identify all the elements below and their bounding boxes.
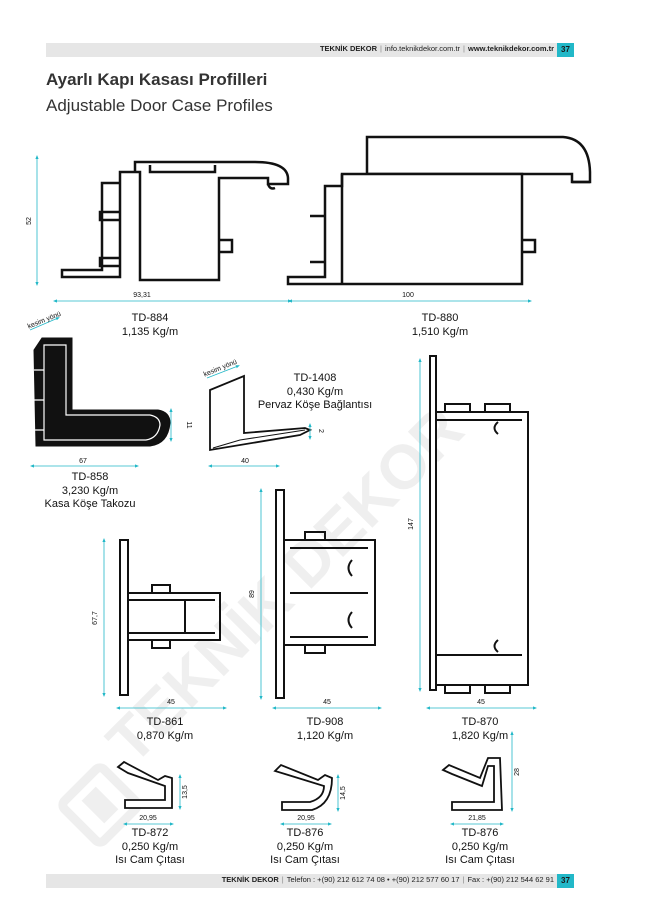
footer-text: TEKNİK DEKOR|Telefon : +(90) 212 612 74 … <box>221 875 554 884</box>
dim-td1408-thickness: 2 <box>317 429 324 433</box>
profile-code: TD-870 <box>461 716 499 728</box>
header-page-number: 37 <box>557 43 574 57</box>
page-title: Ayarlı Kapı Kasası Profilleri <box>46 70 268 89</box>
dim-td876a-height: 14,5 <box>340 786 347 800</box>
dim-td908-width: 45 <box>323 699 331 706</box>
dim-td908-height: 89 <box>249 590 256 598</box>
profile-name: Kasa Köşe Takozu <box>44 498 136 510</box>
dim-td876b-width: 21,85 <box>468 815 486 822</box>
profile-td858-label: TD-858 3,230 Kg/m Kasa Köşe Takozu <box>30 471 150 512</box>
profile-code: TD-908 <box>306 716 344 728</box>
profile-td880-label: TD-880 1,510 Kg/m <box>390 312 490 339</box>
profile-td872-drawing: 13,5 20,95 <box>116 760 189 826</box>
profile-code: TD-858 <box>71 471 109 483</box>
profile-code: TD-1408 <box>293 372 337 384</box>
dim-td872-width: 20,95 <box>139 815 157 822</box>
footer-page-number: 37 <box>557 874 574 888</box>
profile-td908-label: TD-908 1,120 Kg/m <box>275 716 375 743</box>
cut-label: kesim yönü <box>203 359 239 379</box>
profile-td1408-drawing: kesim yönü 2 40 <box>203 359 324 468</box>
profile-td861-label: TD-861 0,870 Kg/m <box>115 716 215 743</box>
cut-arrow <box>206 365 240 379</box>
footer-phone: Telefon : +(90) 212 612 74 08 • +(90) 21… <box>286 875 460 884</box>
profile-code: TD-872 <box>131 827 169 839</box>
cut-label: kesim yönü <box>27 311 63 331</box>
profile-weight: 3,230 Kg/m <box>61 484 119 497</box>
dim-td876a-width: 20,95 <box>297 815 315 822</box>
profile-name: Isı Cam Çıtası <box>115 854 185 866</box>
watermark-logo-icon <box>58 763 142 847</box>
page-subtitle: Adjustable Door Case Profiles <box>46 96 273 115</box>
profile-td884-drawing: 52 93,31 <box>26 155 292 303</box>
profile-td870-drawing: 147 45 <box>408 355 537 710</box>
profile-weight: 1,820 Kg/m <box>451 729 509 742</box>
footer-bar: TEKNİK DEKOR|Telefon : +(90) 212 612 74 … <box>46 874 574 888</box>
profile-td872-label: TD-872 0,250 Kg/m Isı Cam Çıtası <box>100 827 200 868</box>
profile-td884-label: TD-884 1,135 Kg/m <box>100 312 200 339</box>
profile-td876a-drawing: 14,5 20,95 <box>273 763 347 826</box>
dim-td876b-height: 28 <box>514 768 521 776</box>
dim-td1408-width: 40 <box>241 458 249 465</box>
profile-name: Pervaz Köşe Bağlantısı <box>257 399 373 411</box>
dim-td861-height: 67,7 <box>92 611 99 625</box>
dim-td884-width: 93,31 <box>133 292 151 299</box>
dim-td884-height: 52 <box>26 217 33 225</box>
profile-weight: 1,510 Kg/m <box>411 325 469 338</box>
profile-weight: 1,120 Kg/m <box>296 729 354 742</box>
dim-td880-width: 100 <box>402 292 414 299</box>
profile-td876a-label: TD-876 0,250 Kg/m Isı Cam Çıtası <box>255 827 355 868</box>
profile-weight: 0,250 Kg/m <box>121 840 179 853</box>
profile-td908-drawing: 89 45 <box>249 488 382 710</box>
header-website[interactable]: www.teknikdekor.com.tr <box>468 44 554 53</box>
header-text: TEKNİK DEKOR|info.teknikdekor.com.tr|www… <box>319 44 554 53</box>
header-bar: TEKNİK DEKOR|info.teknikdekor.com.tr|www… <box>46 43 574 57</box>
profile-td861-drawing: 67,7 45 <box>92 538 227 710</box>
header-email[interactable]: info.teknikdekor.com.tr <box>385 44 461 53</box>
footer-brand: TEKNİK DEKOR <box>221 875 279 884</box>
profile-td1408-label: TD-1408 0,430 Kg/m Pervaz Köşe Bağlantıs… <box>245 372 385 413</box>
profile-code: TD-884 <box>131 312 169 324</box>
profile-code: TD-876 <box>461 827 499 839</box>
dim-td861-width: 45 <box>167 699 175 706</box>
dim-td870-width: 45 <box>477 699 485 706</box>
profile-code: TD-876 <box>286 827 324 839</box>
profile-td870-label: TD-870 1,820 Kg/m <box>430 716 530 743</box>
dim-td858-thickness: 11 <box>185 421 192 428</box>
cut-arrow <box>29 317 60 331</box>
profile-td880-drawing: 100 <box>286 135 592 303</box>
dim-td858-width: 67 <box>79 458 87 465</box>
profile-td876b-drawing: 28 21,85 <box>441 731 521 826</box>
footer-fax: Fax : +(90) 212 544 62 91 <box>467 875 554 884</box>
profile-code: TD-861 <box>146 716 184 728</box>
profile-name: Isı Cam Çıtası <box>270 854 340 866</box>
profile-weight: 0,870 Kg/m <box>136 729 194 742</box>
profile-weight: 1,135 Kg/m <box>121 325 179 338</box>
profile-weight: 0,250 Kg/m <box>451 840 509 853</box>
profile-td876b-label: TD-876 0,250 Kg/m Isı Cam Çıtası <box>430 827 530 868</box>
dim-td872-height: 13,5 <box>182 785 189 799</box>
profile-weight: 0,430 Kg/m <box>286 385 344 398</box>
header-brand: TEKNİK DEKOR <box>319 44 378 53</box>
profile-name: Isı Cam Çıtası <box>445 854 515 866</box>
profile-weight: 0,250 Kg/m <box>276 840 334 853</box>
profile-code: TD-880 <box>421 312 459 324</box>
dim-td870-height: 147 <box>408 518 415 530</box>
